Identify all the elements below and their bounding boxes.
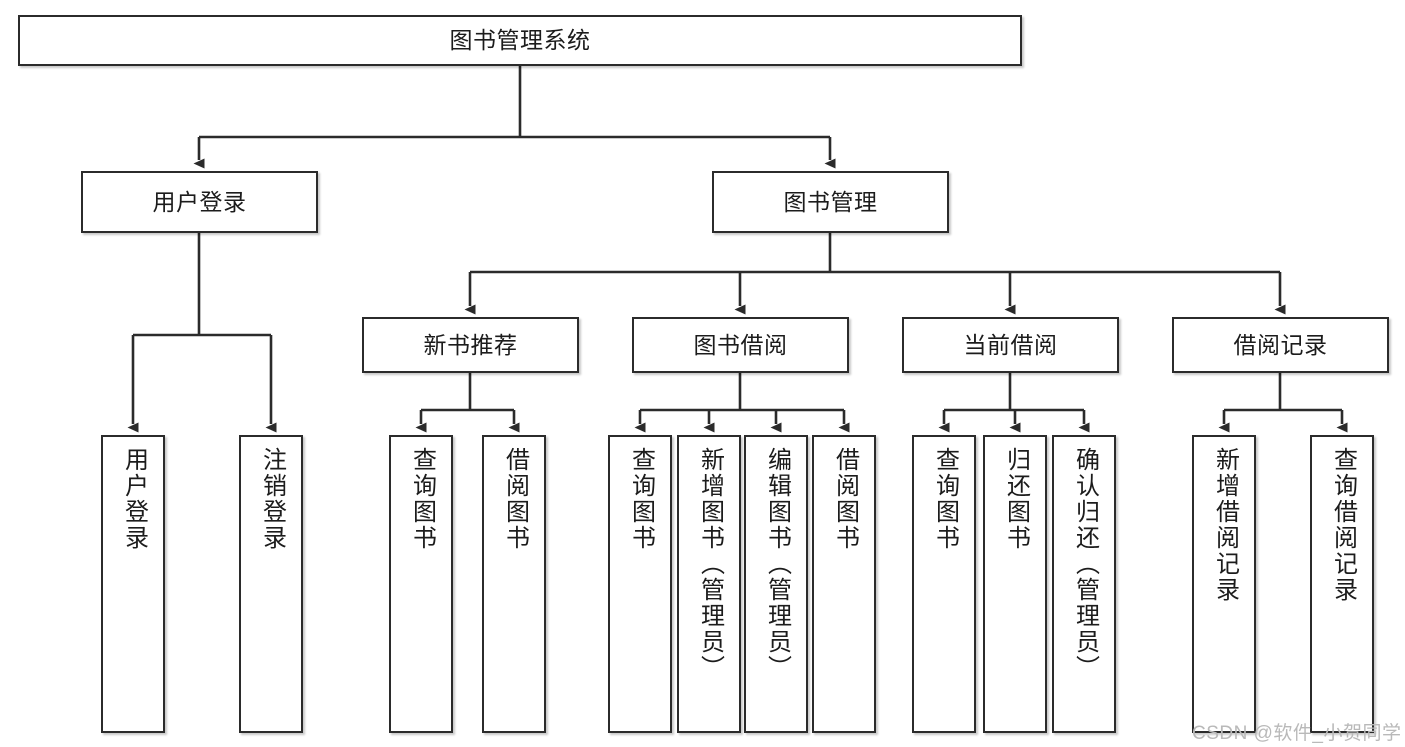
node-book-manage[interactable]: 图书管理: [712, 171, 949, 233]
node-book-borrow-label: 图书借阅: [693, 331, 788, 358]
node-leaf-query-book-1-label: 查询图书: [408, 447, 436, 551]
node-leaf-edit-book-admin[interactable]: 编辑图书（管理员）: [744, 435, 808, 733]
node-leaf-confirm-return-admin[interactable]: 确认归还（管理员）: [1052, 435, 1116, 733]
node-current-borrow-label: 当前借阅: [963, 331, 1058, 358]
node-leaf-borrow-book-2-label: 借阅图书: [831, 447, 859, 551]
node-leaf-user-logout[interactable]: 注销登录: [239, 435, 303, 733]
node-leaf-return-book-label: 归还图书: [1002, 447, 1030, 551]
node-leaf-borrow-book-1-label: 借阅图书: [501, 447, 529, 551]
node-leaf-query-book-3-label: 查询图书: [931, 447, 959, 551]
node-user-login-label: 用户登录: [152, 188, 247, 215]
node-leaf-query-book-2-label: 查询图书: [627, 447, 655, 551]
node-leaf-user-login[interactable]: 用户登录: [101, 435, 165, 733]
node-new-book-recommend[interactable]: 新书推荐: [362, 317, 579, 373]
node-leaf-confirm-return-admin-label: 确认归还（管理员）: [1071, 447, 1099, 681]
node-leaf-add-borrow-record-label: 新增借阅记录: [1211, 447, 1239, 603]
csdn-watermark: CSDN @软件_小贺同学: [1192, 723, 1402, 744]
node-leaf-user-logout-label: 注销登录: [258, 447, 286, 551]
node-leaf-query-borrow-record[interactable]: 查询借阅记录: [1310, 435, 1374, 733]
node-user-login[interactable]: 用户登录: [81, 171, 318, 233]
node-root[interactable]: 图书管理系统: [18, 15, 1022, 66]
node-borrow-record-label: 借阅记录: [1233, 331, 1328, 358]
node-leaf-add-book-admin-label: 新增图书（管理员）: [696, 447, 724, 681]
node-leaf-add-borrow-record[interactable]: 新增借阅记录: [1192, 435, 1256, 733]
node-current-borrow[interactable]: 当前借阅: [902, 317, 1119, 373]
node-leaf-return-book[interactable]: 归还图书: [983, 435, 1047, 733]
node-book-manage-label: 图书管理: [783, 188, 878, 215]
node-leaf-user-login-label: 用户登录: [120, 447, 148, 551]
node-leaf-query-book-2[interactable]: 查询图书: [608, 435, 672, 733]
node-leaf-query-book-3[interactable]: 查询图书: [912, 435, 976, 733]
node-leaf-edit-book-admin-label: 编辑图书（管理员）: [763, 447, 791, 681]
node-leaf-borrow-book-2[interactable]: 借阅图书: [812, 435, 876, 733]
node-borrow-record[interactable]: 借阅记录: [1172, 317, 1389, 373]
node-leaf-add-book-admin[interactable]: 新增图书（管理员）: [677, 435, 741, 733]
node-book-borrow[interactable]: 图书借阅: [632, 317, 849, 373]
node-leaf-query-book-1[interactable]: 查询图书: [389, 435, 453, 733]
node-new-book-recommend-label: 新书推荐: [423, 331, 518, 358]
node-root-label: 图书管理系统: [449, 27, 591, 54]
node-leaf-borrow-book-1[interactable]: 借阅图书: [482, 435, 546, 733]
node-leaf-query-borrow-record-label: 查询借阅记录: [1329, 447, 1357, 603]
